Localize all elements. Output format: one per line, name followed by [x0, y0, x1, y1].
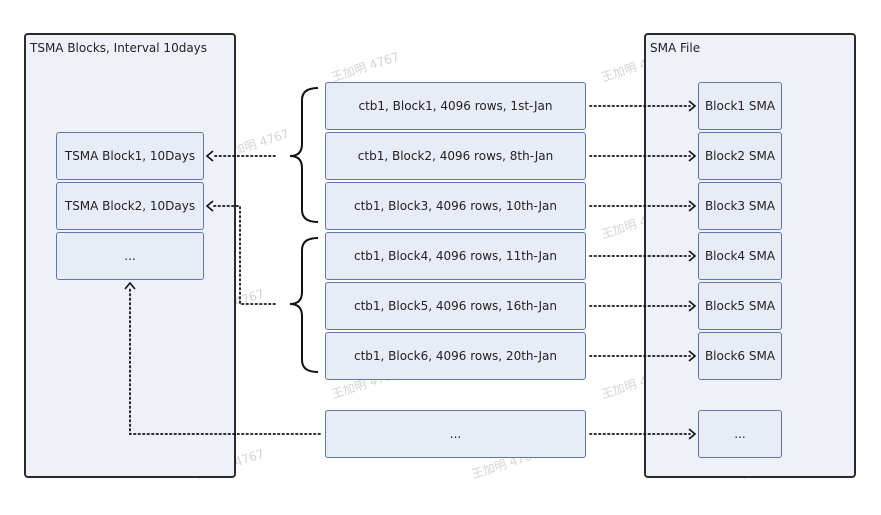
data-block-more: ...: [325, 410, 586, 458]
arrowhead: [688, 250, 697, 262]
arrowhead: [688, 200, 697, 212]
data-block-2: ctb1, Block2, 4096 rows, 8th-Jan: [325, 132, 586, 180]
tsma-block-more: ...: [56, 232, 204, 280]
sma-block-6: Block6 SMA: [698, 332, 782, 380]
curly-brace: [289, 87, 319, 223]
tsma-block-1: TSMA Block1, 10Days: [56, 132, 204, 180]
tsma-block-2: TSMA Block2, 10Days: [56, 182, 204, 230]
arrowhead: [688, 350, 697, 362]
sma-block-2: Block2 SMA: [698, 132, 782, 180]
sma-block-3: Block3 SMA: [698, 182, 782, 230]
data-block-6: ctb1, Block6, 4096 rows, 20th-Jan: [325, 332, 586, 380]
sma-block-1: Block1 SMA: [698, 82, 782, 130]
arrowhead: [688, 428, 697, 440]
arrow-line: [211, 205, 276, 305]
sma-panel-title: SMA File: [650, 41, 701, 55]
arrowhead: [205, 200, 214, 212]
sma-block-4: Block4 SMA: [698, 232, 782, 280]
tsma-panel-title: TSMA Blocks, Interval 10days: [30, 41, 208, 55]
curly-brace: [289, 237, 319, 373]
arrowhead: [688, 100, 697, 112]
sma-block-more: ...: [698, 410, 782, 458]
data-block-1: ctb1, Block1, 4096 rows, 1st-Jan: [325, 82, 586, 130]
data-block-3: ctb1, Block3, 4096 rows, 10th-Jan: [325, 182, 586, 230]
arrowhead: [688, 150, 697, 162]
data-block-4: ctb1, Block4, 4096 rows, 11th-Jan: [325, 232, 586, 280]
arrow-line: [129, 287, 321, 435]
arrowhead: [688, 300, 697, 312]
data-block-5: ctb1, Block5, 4096 rows, 16th-Jan: [325, 282, 586, 330]
sma-block-5: Block5 SMA: [698, 282, 782, 330]
arrowhead: [205, 150, 214, 162]
arrowhead: [124, 281, 136, 290]
